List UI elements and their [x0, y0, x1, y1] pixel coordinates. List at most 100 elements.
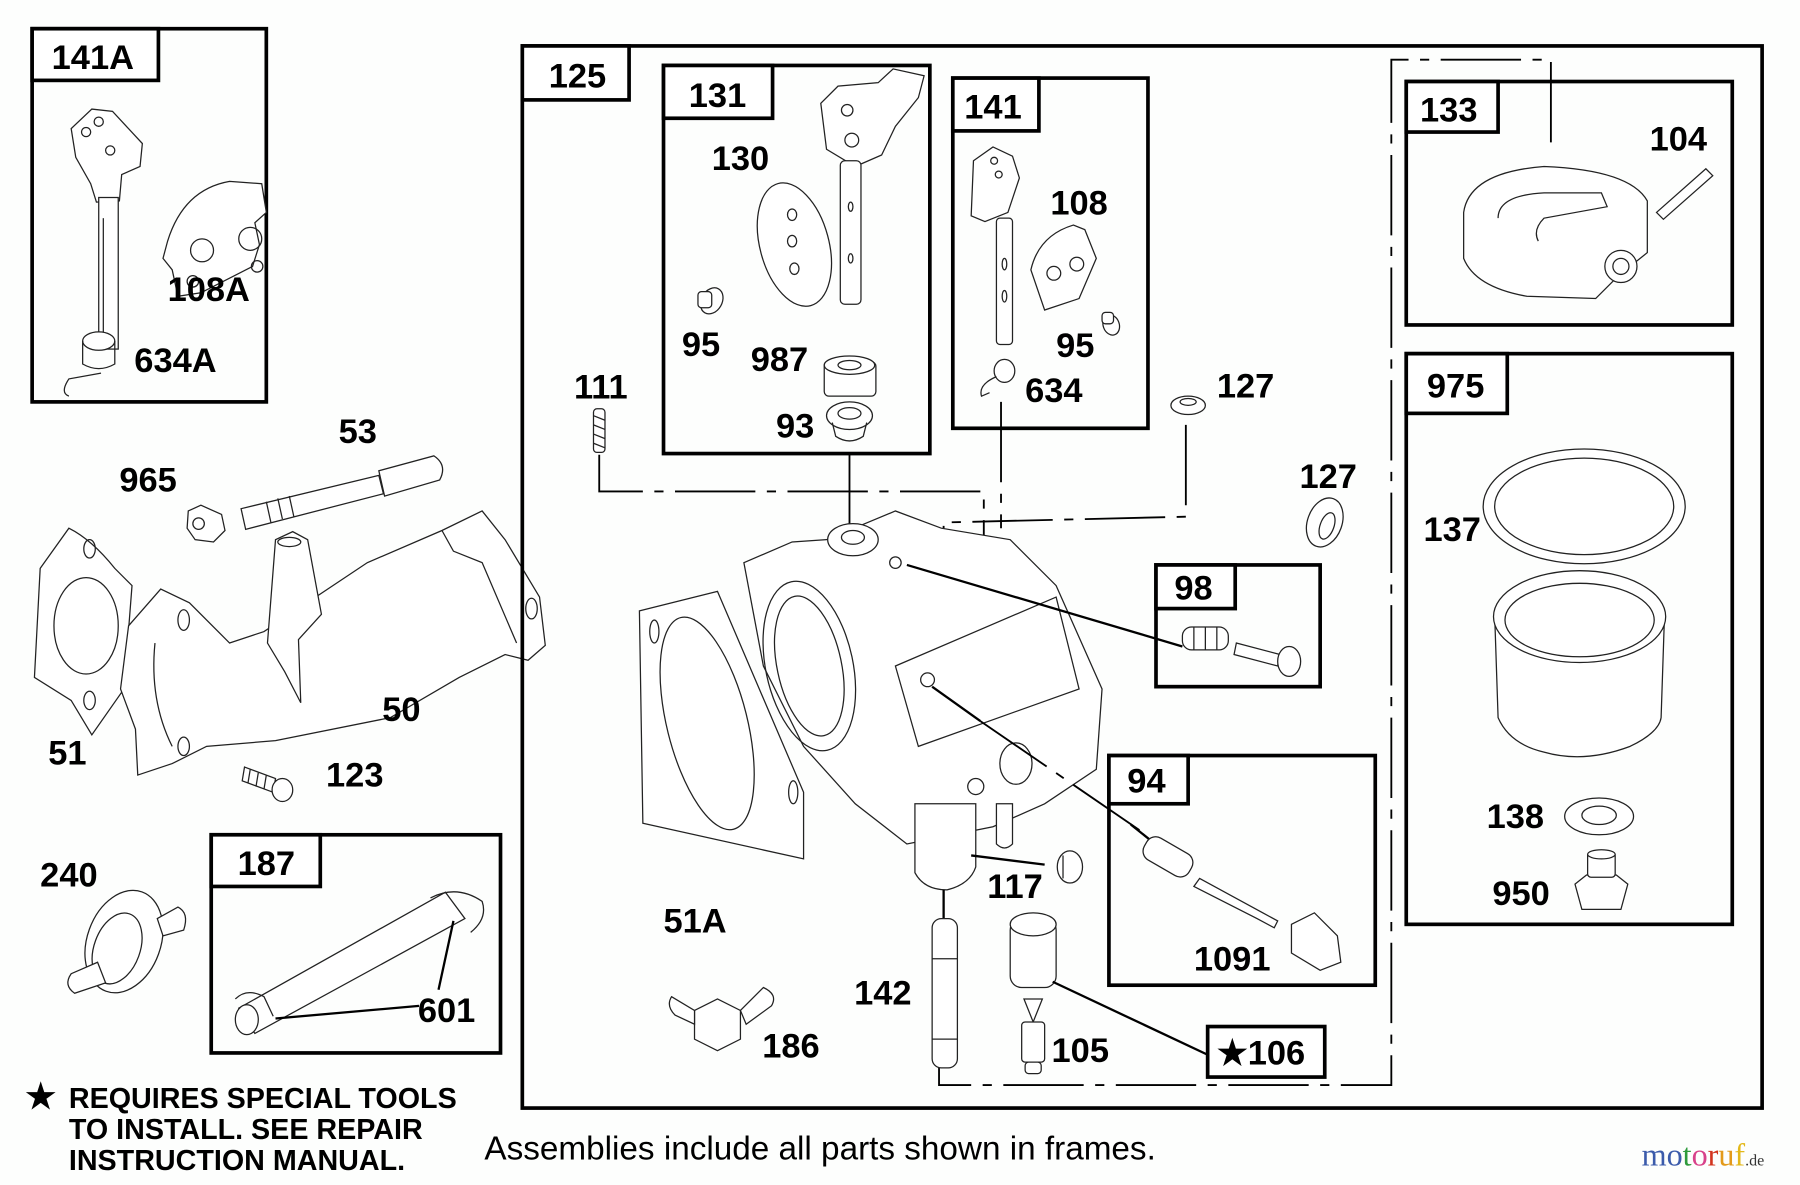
spring-111-icon: [592, 408, 606, 454]
stud-icon: [240, 455, 444, 531]
welch-plug-icon: [1305, 497, 1344, 548]
label-108A: 108A: [168, 271, 250, 309]
label-105: 105: [1052, 1032, 1109, 1070]
note-line-1: REQUIRES SPECIAL TOOLS: [69, 1083, 457, 1115]
label-123: 123: [326, 757, 383, 795]
screw-icon: [241, 766, 294, 803]
frame-94: 94 1091: [1107, 753, 1378, 988]
assemblies-caption: Assemblies include all parts shown in fr…: [484, 1131, 1155, 1168]
mixture-needle-icon: [1192, 877, 1279, 929]
note-line-3: INSTRUCTION MANUAL.: [69, 1145, 405, 1177]
seal-987-icon: [823, 355, 877, 397]
label-240: 240: [40, 856, 97, 894]
label-634: 634: [1025, 372, 1082, 410]
frame-tag-187: 187: [238, 845, 295, 883]
frame-tag-106: ★106: [1217, 1034, 1305, 1072]
label-93: 93: [776, 407, 814, 445]
throttle-shaft-icon: [820, 68, 925, 305]
frame-125: 125 131 130 95: [520, 44, 1764, 1110]
label-111: 111: [574, 368, 628, 406]
label-601: 601: [418, 992, 475, 1030]
label-104: 104: [1650, 120, 1707, 158]
welch-plug-icon: [1170, 395, 1206, 416]
label-95-b: 95: [1056, 327, 1094, 365]
label-127-a: 127: [1217, 367, 1274, 405]
spring-icon: [980, 358, 1016, 398]
seat-106-icon: [1009, 912, 1057, 989]
fuel-line-icon: [234, 891, 485, 1036]
needle-105-icon: [1021, 998, 1046, 1075]
star-icon: ★: [25, 1078, 56, 1116]
choke-plate-icon: [162, 180, 268, 297]
frame-tag-98: 98: [1174, 569, 1212, 607]
label-1091: 1091: [1194, 940, 1271, 978]
pin-icon: [1655, 167, 1714, 221]
logo-letter: o: [1692, 1136, 1708, 1172]
label-950: 950: [1492, 875, 1549, 913]
frame-975: 975 137 138 950: [1404, 351, 1735, 927]
label-138: 138: [1487, 798, 1544, 836]
washer-icon: [1564, 797, 1635, 836]
label-634A: 634A: [134, 342, 216, 380]
elbow-fitting-icon: [668, 986, 775, 1052]
carburetor-gasket-icon: [638, 590, 805, 860]
gasket-icon: [33, 527, 133, 737]
label-95-a: 95: [682, 326, 720, 364]
screw-icon: [1101, 311, 1121, 336]
frame-133: 133 104: [1404, 79, 1735, 327]
carburetor-body-icon: [743, 510, 1103, 891]
fuel-filter-group: 240: [40, 856, 187, 994]
jet-117-icon: [1056, 850, 1084, 884]
frame-tag-133: 133: [1420, 92, 1477, 130]
bushing-93-icon: [825, 401, 874, 442]
solenoid-icon: [1290, 912, 1342, 971]
label-51A: 51A: [664, 902, 727, 940]
special-tools-note: ★ REQUIRES SPECIAL TOOLS TO INSTALL. SEE…: [25, 1078, 456, 1177]
logo-letter: u: [1718, 1136, 1734, 1172]
frame-tag-141A: 141A: [52, 39, 134, 77]
logo-letter: r: [1708, 1136, 1719, 1172]
idle-screw-icon: [1233, 642, 1302, 677]
frame-tag-131: 131: [689, 77, 746, 115]
logo-suffix: .de: [1745, 1152, 1764, 1169]
frame-141: 141 108 95 634: [950, 76, 1150, 431]
float-icon: [1463, 165, 1648, 300]
screw-icon: [697, 287, 724, 315]
throttle-plate-icon: [756, 182, 833, 307]
label-186: 186: [762, 1028, 819, 1066]
spring-icon: [63, 331, 116, 397]
choke-shaft-icon: [70, 108, 144, 350]
label-965: 965: [119, 461, 176, 499]
fuel-filter-icon: [67, 889, 187, 994]
frame-tag-125: 125: [549, 57, 606, 95]
label-137: 137: [1423, 511, 1480, 549]
label-117: 117: [987, 868, 1043, 906]
choke-shaft-icon: [970, 146, 1021, 346]
idle-spring-icon: [1181, 626, 1229, 651]
label-127-b: 127: [1299, 458, 1356, 496]
note-line-2: TO INSTALL. SEE REPAIR: [69, 1114, 423, 1146]
emulsion-tube-icon: [931, 917, 959, 1069]
frame-187: 187 601: [209, 832, 503, 1055]
mixture-spring-icon: [1142, 836, 1194, 878]
frame-106: ★106: [1205, 1024, 1327, 1079]
bowl-gasket-icon: [1482, 448, 1686, 565]
frame-tag-94: 94: [1127, 762, 1165, 800]
logo-letter: m: [1642, 1136, 1667, 1172]
frame-131: 131 130 95 987: [661, 63, 932, 456]
label-50: 50: [382, 691, 420, 729]
label-108: 108: [1050, 185, 1107, 223]
choke-plate-icon: [1030, 224, 1097, 311]
label-53: 53: [339, 413, 377, 451]
frame-tag-141: 141: [964, 88, 1021, 126]
manifold-icon: [119, 510, 546, 776]
logo-letter: t: [1683, 1136, 1692, 1172]
logo-letter: f: [1734, 1136, 1745, 1172]
frame-tag-975: 975: [1427, 367, 1484, 405]
label-51: 51: [48, 735, 86, 773]
drain-plug-icon: [1574, 849, 1629, 911]
motoruf-watermark: motoruf.de: [1642, 1136, 1765, 1172]
label-130: 130: [712, 140, 769, 178]
frame-98: 98: [1154, 563, 1322, 689]
